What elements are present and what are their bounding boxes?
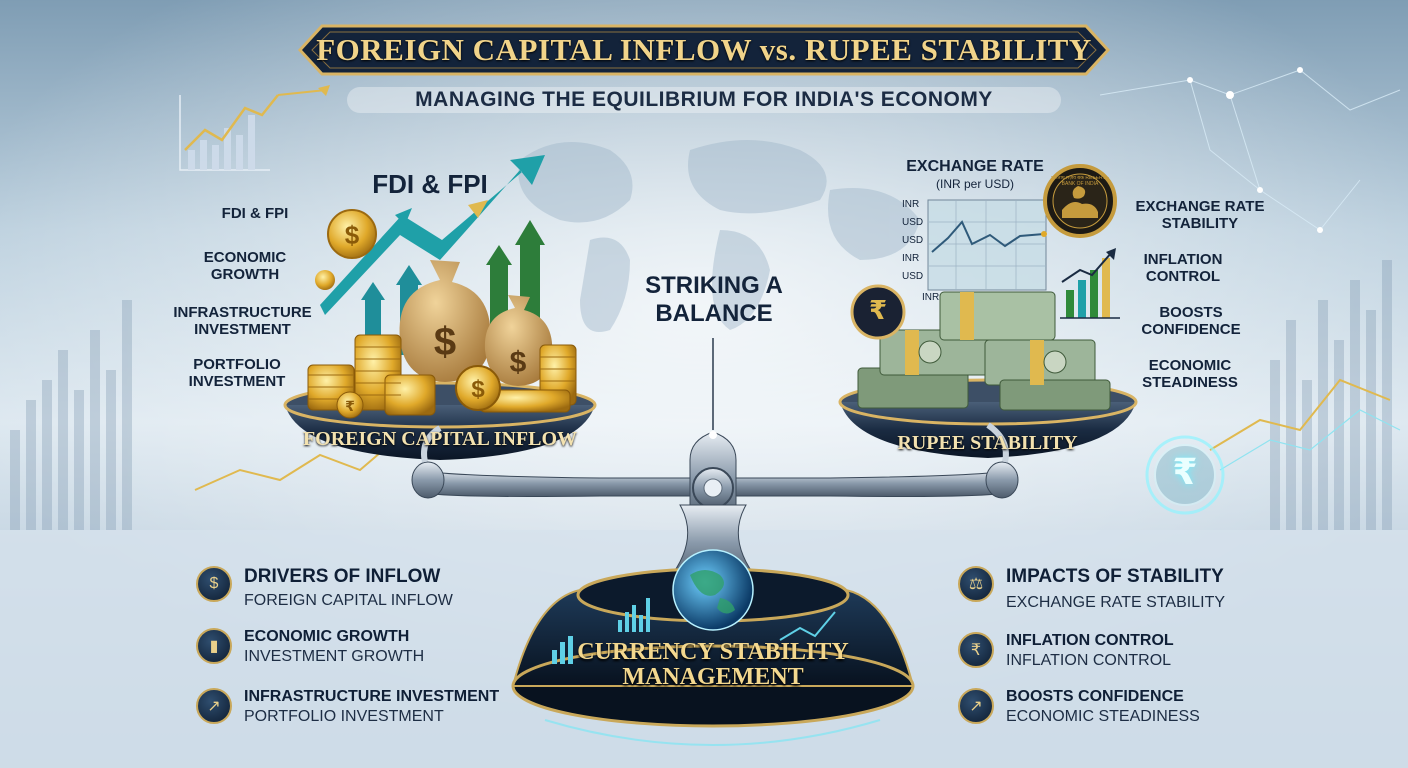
trend-chart-icon: ↗	[196, 688, 232, 724]
top-left-chart-icon	[179, 85, 330, 171]
left-label-fdi-fpi: FDI & FPI	[221, 205, 289, 222]
left-label-economic-growth: ECONOMIC GROWTH	[203, 249, 287, 283]
scales-icon: ⚖	[958, 566, 994, 602]
growth-icon: ↗	[958, 688, 994, 724]
impacts-item: ↗ BOOSTS CONFIDENCE ECONOMIC STEADINESS	[958, 688, 1278, 744]
rupee-coin-icon: ₹	[868, 296, 888, 326]
axis-label: INR	[902, 199, 920, 210]
drivers-panel: $ DRIVERS OF INFLOW FOREIGN CAPITAL INFL…	[196, 566, 536, 748]
axis-label: USD	[902, 235, 924, 246]
title-banner	[297, 24, 1111, 76]
impacts-item: ⚖ IMPACTS OF STABILITY EXCHANGE RATE STA…	[958, 566, 1278, 632]
panel-item-title: IMPACTS OF STABILITY	[1006, 566, 1224, 587]
right-label-steadiness: ECONOMIC STEADINESS	[1142, 357, 1238, 391]
right-bowl-label: RUPEE STABILITY	[897, 432, 1078, 454]
svg-text:₹: ₹	[345, 399, 355, 415]
panel-item-sub: INFLATION CONTROL	[1006, 652, 1172, 669]
panel-item-title: DRIVERS OF INFLOW	[244, 566, 441, 587]
glowing-rupee-icon: ₹	[1172, 452, 1198, 493]
panel-item-title: ECONOMIC GROWTH	[244, 628, 410, 645]
chart-axis-labels: INR USD USD INR USD	[902, 196, 928, 286]
panel-item-sub: ECONOMIC STEADINESS	[1006, 708, 1200, 725]
panel-item-sub: FOREIGN CAPITAL INFLOW	[244, 592, 453, 609]
left-label-infrastructure: INFRASTRUCTURE INVESTMENT	[173, 304, 312, 338]
panel-item-title: INFRASTRUCTURE INVESTMENT	[244, 688, 500, 705]
drivers-item: $ DRIVERS OF INFLOW FOREIGN CAPITAL INFL…	[196, 566, 536, 628]
axis-label: USD	[902, 217, 924, 228]
exchange-rate-mini-chart	[927, 199, 1047, 291]
panel-item-sub: EXCHANGE RATE STABILITY	[1006, 594, 1226, 611]
impacts-item: ₹ INFLATION CONTROL INFLATION CONTROL	[958, 632, 1278, 688]
left-bowl-label: FOREIGN CAPITAL INFLOW	[302, 428, 578, 450]
drivers-item: ↗ INFRASTRUCTURE INVESTMENT PORTFOLIO IN…	[196, 688, 536, 748]
right-label-exchange-stability: EXCHANGE RATE STABILITY	[1135, 198, 1265, 232]
axis-label: USD	[902, 271, 924, 282]
bar-chart-icon: ▮	[196, 628, 232, 664]
exchange-rate-title: EXCHANGE RATE	[906, 158, 1044, 175]
svg-text:$: $	[510, 346, 527, 379]
right-label-inflation: INFLATION CONTROL	[1143, 251, 1223, 285]
svg-text:$: $	[471, 376, 485, 403]
panel-item-title: INFLATION CONTROL	[1006, 632, 1174, 649]
exchange-rate-subtitle: (INR per USD)	[935, 177, 1014, 191]
axis-label: INR	[922, 292, 940, 303]
base-label-line1: CURRENCY STABILITY	[577, 639, 849, 665]
panel-item-sub: INVESTMENT GROWTH	[244, 648, 425, 665]
drivers-item: ▮ ECONOMIC GROWTH INVESTMENT GROWTH	[196, 628, 536, 688]
impacts-panel: ⚖ IMPACTS OF STABILITY EXCHANGE RATE STA…	[958, 566, 1278, 744]
axis-label: INR	[902, 253, 920, 264]
rbi-seal-icon: भारतीय रिज़र्व बैंक RESERVE BANK OF INDI…	[1050, 176, 1110, 187]
striking-balance-text: STRIKING A BALANCE	[645, 272, 783, 327]
fdi-fpi-heading: FDI & FPI	[372, 169, 488, 199]
panel-item-sub: PORTFOLIO INVESTMENT	[244, 708, 444, 725]
right-label-confidence: BOOSTS CONFIDENCE	[1141, 304, 1241, 338]
base-label: CURRENCY STABILITY MANAGEMENT	[560, 639, 866, 691]
network-dollar-icon: $	[196, 566, 232, 602]
page-subtitle: MANAGING THE EQUILIBRIUM FOR INDIA'S ECO…	[415, 88, 993, 111]
base-label-line2: MANAGEMENT	[622, 664, 804, 691]
svg-text:$: $	[434, 320, 456, 364]
page-title: FOREIGN CAPITAL INFLOW vs. RUPEE STABILI…	[316, 32, 1092, 67]
svg-text:$: $	[345, 220, 360, 250]
panel-item-title: BOOSTS CONFIDENCE	[1006, 688, 1184, 705]
left-label-portfolio: PORTFOLIO INVESTMENT	[188, 356, 286, 390]
coins-rupee-icon: ₹	[958, 632, 994, 668]
